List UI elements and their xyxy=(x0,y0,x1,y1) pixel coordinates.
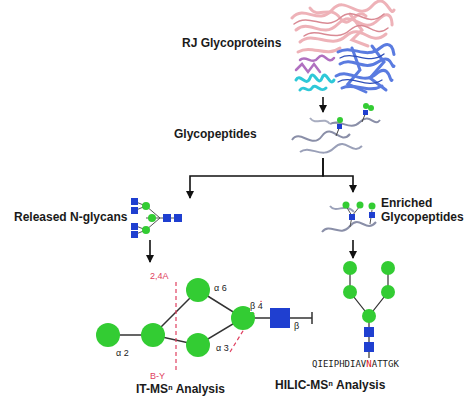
drawn-stroke xyxy=(340,59,394,67)
drawn-stroke xyxy=(108,290,312,345)
drawn-stroke xyxy=(340,54,384,59)
drawn-stroke xyxy=(336,70,392,80)
drawn-stroke xyxy=(294,14,384,24)
drawn-stroke xyxy=(338,44,394,54)
mannose-symbol xyxy=(186,333,210,357)
stage-node: RJ Glycoproteins xyxy=(178,2,400,97)
mannose-symbol xyxy=(368,105,374,111)
mannose-symbol xyxy=(96,323,120,347)
stage-node: Enriched Glycopeptides xyxy=(315,192,471,240)
protein-structure xyxy=(292,1,394,92)
mannose-symbol xyxy=(357,202,364,209)
glcnac-symbol xyxy=(364,342,374,352)
flow-arrow xyxy=(190,158,323,198)
glycan-dots xyxy=(337,103,374,129)
mannose-symbol xyxy=(343,202,350,209)
linkage-label: α 6 xyxy=(214,284,227,294)
glcnac-symbol xyxy=(337,124,342,129)
drawn-stroke xyxy=(300,56,334,61)
drawn-stroke xyxy=(322,222,376,232)
glcnac-symbol xyxy=(131,231,138,238)
drawn-stroke xyxy=(348,48,366,92)
glcnac-symbol xyxy=(131,223,138,230)
glcnac-symbol xyxy=(364,327,374,337)
glcnac-symbol xyxy=(174,214,182,222)
stage-node: Glycopeptides xyxy=(170,112,395,158)
drawn-stroke xyxy=(292,131,350,140)
mannose-symbol xyxy=(148,214,156,222)
glcnac-symbol xyxy=(131,207,138,214)
flow-arrow xyxy=(322,97,324,112)
drawn-stroke xyxy=(175,282,176,370)
mannose-symbol xyxy=(381,285,395,299)
linkage-label: β 4 xyxy=(250,302,263,312)
drawn-stroke xyxy=(230,300,262,352)
drawn-stroke xyxy=(346,206,372,227)
glcnac-symbol xyxy=(131,198,138,205)
linkage-label: β xyxy=(294,322,299,332)
stage-label: Released N-glycans xyxy=(14,210,127,224)
glycan-structure xyxy=(96,278,312,370)
drawn-stroke xyxy=(296,75,334,82)
glycopeptide-icons xyxy=(292,112,380,153)
enriched-glycopeptide-icon xyxy=(322,202,376,233)
drawn-stroke xyxy=(304,25,388,36)
stage-label: HILIC-MSⁿ Analysis xyxy=(275,378,385,392)
drawn-stroke xyxy=(136,202,180,234)
drawn-stroke xyxy=(300,86,326,90)
stage-label: Glycopeptides xyxy=(174,127,257,141)
stage-node: Released N-glycans xyxy=(10,198,195,240)
drawn-stroke xyxy=(296,64,320,72)
linkage-label: α 3 xyxy=(216,344,229,354)
stage-label: Enriched Glycopeptides xyxy=(381,196,469,224)
drawn-stroke xyxy=(350,268,388,358)
glcnac-symbol xyxy=(163,214,171,222)
linkage-label: 2,4A xyxy=(150,272,169,282)
drawn-stroke xyxy=(310,118,330,124)
mannose-symbol xyxy=(362,309,376,323)
drawn-stroke xyxy=(300,144,362,153)
mannose-symbol xyxy=(343,285,357,299)
flow-arrow xyxy=(352,240,354,258)
stage-label: RJ Glycoproteins xyxy=(182,36,281,50)
flow-arrow xyxy=(149,240,151,262)
drawn-stroke xyxy=(298,48,340,52)
mannose-symbol xyxy=(186,278,210,302)
released-glycan-icon xyxy=(131,198,182,238)
mannose-symbol xyxy=(337,117,343,123)
mannose-symbol xyxy=(343,261,357,275)
linkage-label: α 2 xyxy=(116,349,129,359)
glcnac-symbol xyxy=(363,110,368,115)
mannose-symbol xyxy=(141,323,165,347)
drawn-stroke xyxy=(330,206,354,212)
mannose-symbol xyxy=(142,226,150,234)
glcnac-symbol xyxy=(270,308,290,328)
peptide-sequence: QIEIPHDIAVNATTGK xyxy=(312,360,399,370)
glcnac-symbol xyxy=(349,214,355,220)
flow-arrow xyxy=(323,158,353,192)
mannose-symbol xyxy=(142,202,150,210)
linkage-label: B-Y xyxy=(150,372,165,382)
mannose-symbol xyxy=(381,261,395,275)
glcnac-symbol xyxy=(369,212,375,218)
mannose-symbol xyxy=(369,203,376,210)
stage-label: IT-MSⁿ Analysis xyxy=(136,382,225,396)
glycan-tree xyxy=(343,261,395,358)
drawn-stroke xyxy=(342,86,382,89)
drawn-stroke xyxy=(338,80,382,84)
stage-node: IT-MSⁿ Analysis xyxy=(90,262,305,398)
